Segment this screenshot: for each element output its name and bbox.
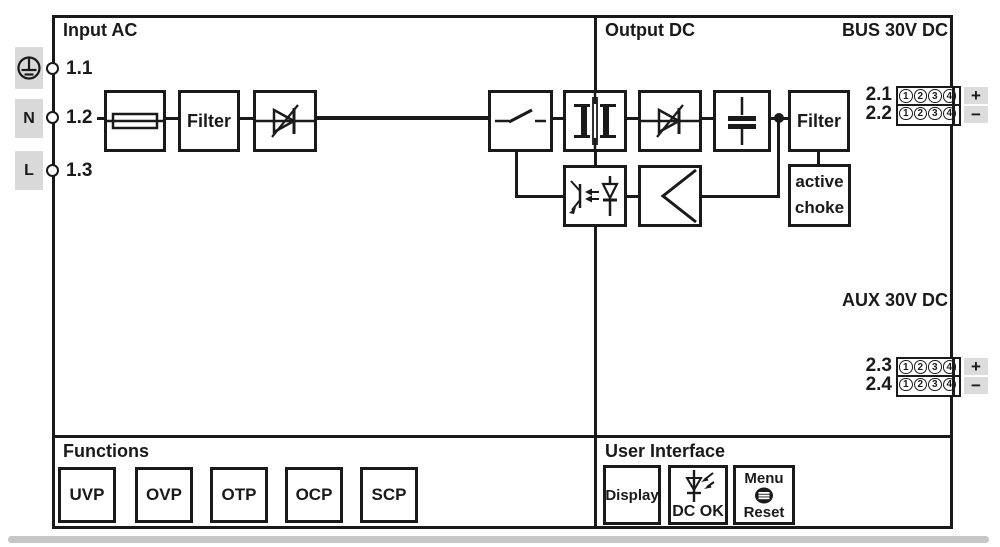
pin-circle: 1	[899, 106, 913, 121]
wire	[777, 118, 780, 197]
pin-circle: 1	[899, 360, 913, 374]
connector-row-2-2: 1 2 3 4	[898, 104, 959, 121]
connector-number-2-3: 2.3	[865, 355, 892, 376]
pin-circle: 3	[928, 360, 942, 374]
polarity-minus-bus: −	[964, 105, 988, 124]
aux-connector-block: 1 2 3 4 1 2 3 4	[896, 357, 961, 397]
polarity-minus-aux: −	[964, 376, 988, 395]
terminal-tag-neutral: N	[15, 99, 43, 138]
round-button-icon	[754, 487, 774, 504]
function-box-ocp: OCP	[285, 467, 343, 523]
terminal-number-1-3: 1.3	[66, 160, 93, 181]
wire	[515, 152, 518, 196]
function-box-scp: SCP	[360, 467, 418, 523]
active-choke-label-line2: choke	[794, 198, 845, 217]
bottom-panel-divider	[52, 435, 953, 438]
transformer-block	[563, 90, 627, 152]
section-divider-top	[593, 15, 597, 90]
terminal-circle-1-3	[45, 164, 59, 177]
section-title-aux: AUX 30V DC	[841, 290, 948, 310]
pin-circle: 2	[913, 360, 927, 374]
wire	[625, 194, 640, 198]
wire	[515, 194, 563, 198]
capacitor-icon	[716, 93, 768, 149]
output-filter-block: Filter	[788, 90, 850, 152]
connector-row-2-1: 1 2 3 4	[898, 88, 959, 104]
ui-menu-reset-box: Menu Reset	[733, 465, 795, 525]
led-icon	[681, 470, 715, 502]
optocoupler-block	[563, 165, 627, 227]
pin-circle: 2	[913, 89, 927, 103]
polarity-plus-bus: +	[964, 86, 988, 105]
diode-icon	[641, 93, 699, 149]
pin-circle: 2	[913, 377, 927, 392]
protective-earth-icon	[15, 48, 43, 88]
pin-circle: 1	[899, 89, 913, 103]
terminal-tag-line: L	[15, 151, 43, 190]
section-divider-mid	[593, 152, 597, 165]
section-title-user-interface: User Interface	[605, 441, 726, 461]
terminal-number-1-1: 1.1	[66, 58, 93, 79]
switch-icon	[491, 93, 550, 149]
function-box-uvp: UVP	[58, 467, 116, 523]
menu-label: Menu	[744, 470, 784, 487]
fuse-icon	[107, 93, 163, 149]
terminal-tag-pe	[15, 47, 43, 89]
wire	[700, 194, 780, 198]
capacitor-block	[713, 90, 771, 152]
wire	[551, 116, 565, 120]
wire	[164, 116, 180, 120]
active-choke-label-line1: active	[795, 172, 844, 191]
section-divider-bottom	[593, 227, 597, 529]
pin-circle: 3	[928, 89, 942, 103]
wire	[315, 116, 490, 120]
active-choke-block: active choke	[788, 164, 851, 227]
input-filter-block: Filter	[178, 90, 240, 152]
optocoupler-icon	[566, 168, 624, 224]
connector-number-2-1: 2.1	[865, 84, 892, 105]
transformer-icon	[566, 93, 624, 149]
frame-edge-overlay	[951, 86, 955, 126]
connector-row-2-4: 1 2 3 4	[898, 375, 959, 392]
section-title-bus: BUS 30V DC	[841, 20, 948, 40]
pin-circle: 2	[913, 106, 927, 121]
diode-icon	[256, 93, 314, 149]
regulator-block	[638, 165, 702, 227]
fuse-block	[104, 90, 166, 152]
section-title-functions: Functions	[63, 441, 149, 461]
polarity-plus-aux: +	[964, 357, 988, 376]
terminal-number-1-2: 1.2	[66, 107, 93, 128]
amplifier-chevron-icon	[641, 168, 699, 224]
wire	[816, 150, 820, 166]
wire	[625, 116, 640, 120]
terminal-circle-1-2	[45, 111, 59, 124]
pin-circle: 3	[928, 377, 942, 392]
display-label: Display	[605, 486, 659, 504]
function-box-ovp: OVP	[135, 467, 193, 523]
junction-dot	[773, 113, 784, 123]
frame-edge-overlay	[951, 357, 955, 397]
function-box-otp: OTP	[210, 467, 268, 523]
bottom-shadow-bar	[8, 536, 989, 543]
bus-connector-block: 1 2 3 4 1 2 3 4	[896, 86, 961, 126]
terminal-circle-1-1	[45, 61, 59, 75]
wire	[97, 116, 106, 120]
input-rectifier-block	[253, 90, 317, 152]
wire	[700, 116, 715, 120]
connector-number-2-4: 2.4	[865, 374, 892, 395]
pin-circle: 1	[899, 377, 913, 392]
section-title-output-dc: Output DC	[605, 20, 695, 40]
ui-display-box: Display	[603, 465, 661, 525]
ui-dc-ok-box: DC OK	[668, 465, 728, 525]
reset-label: Reset	[743, 504, 785, 521]
pin-circle: 3	[928, 106, 942, 121]
connector-row-2-3: 1 2 3 4	[898, 359, 959, 375]
wire	[238, 116, 255, 120]
output-rectifier-block	[638, 90, 702, 152]
switch-block	[488, 90, 553, 152]
dc-ok-label: DC OK	[672, 503, 724, 520]
connector-number-2-2: 2.2	[865, 103, 892, 124]
section-title-input-ac: Input AC	[63, 20, 138, 40]
